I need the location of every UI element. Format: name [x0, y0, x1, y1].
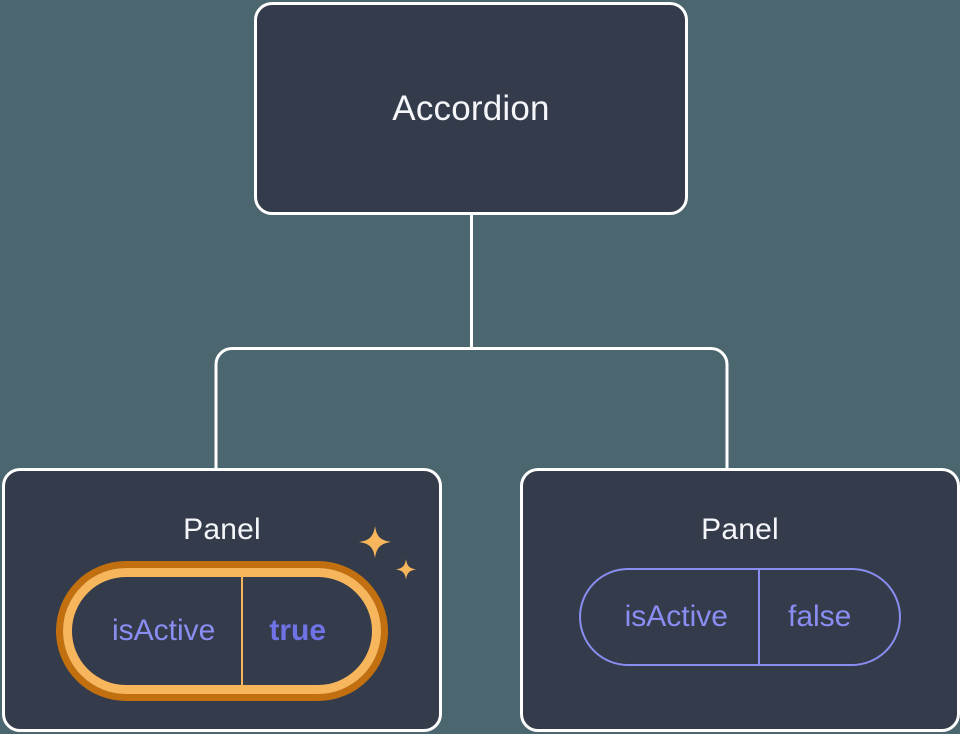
prop-key: isActive [111, 614, 216, 647]
sparkle-small-icon [395, 559, 417, 580]
prop-pill-wrapper: isActive false [578, 568, 902, 666]
prop-value: false [757, 570, 899, 664]
prop-pill-wrapper: isActive true [62, 526, 417, 694]
node-title: Accordion [392, 89, 550, 128]
node-title: Panel [183, 513, 261, 546]
prop-pill-isactive-true[interactable]: isActive true [62, 568, 382, 694]
connector-branch-left [214, 347, 472, 468]
prop-value: true [241, 577, 372, 685]
node-panel-inactive[interactable]: Panel isActive false [520, 468, 960, 732]
connector-branch-right [471, 347, 729, 468]
prop-pill-isactive-false[interactable]: isActive false [578, 568, 902, 666]
node-title: Panel [701, 513, 779, 546]
prop-key: isActive [624, 600, 728, 633]
node-panel-active[interactable]: Panel isActive true [2, 468, 442, 732]
node-accordion[interactable]: Accordion [254, 2, 688, 215]
sparkle-large-icon [359, 526, 392, 558]
